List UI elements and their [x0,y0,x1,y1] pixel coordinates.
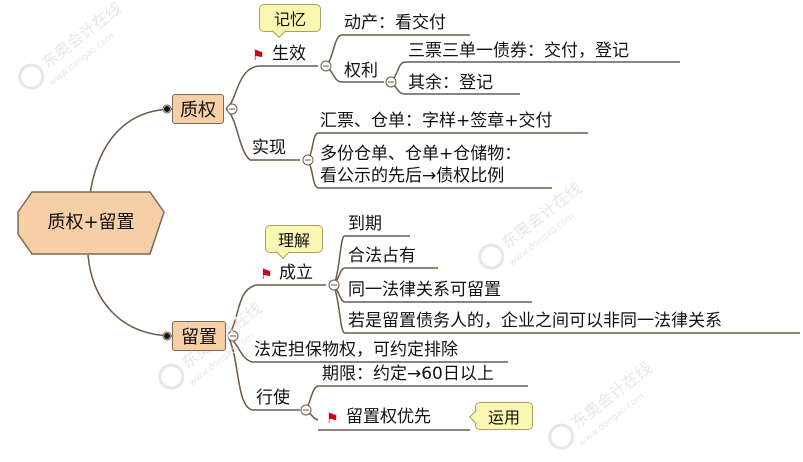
flag-icon: ⚑ [252,48,265,64]
branch-pledge[interactable]: 质权 [172,94,224,124]
node-establish-item[interactable]: 若是留置债务人的，企业之间可以非同一法律关系 [348,311,722,331]
flag-icon: ⚑ [260,267,273,283]
node-effect[interactable]: 生效 [272,44,306,64]
node-realize[interactable]: 实现 [252,138,286,158]
node-statutory[interactable]: 法定担保物权，可约定排除 [254,340,458,360]
connector-lines [17,34,800,431]
node-exercise-priority[interactable]: 留置权优先 [346,407,431,427]
branch-lien[interactable]: 留置 [172,321,226,351]
node-realize-item1[interactable]: 汇票、仓单：字样+签章+交付 [320,111,553,131]
link-root-lien [87,254,173,337]
callout-apply: 运用 [468,402,533,430]
link-lien-exercise [227,335,253,411]
node-establish-item[interactable]: 到期 [348,214,382,234]
node-movable[interactable]: 动产：看交付 [344,13,446,33]
flag-icon: ⚑ [326,411,339,427]
node-realize-item2-line1[interactable]: 多份仓单、仓单+仓储物： [320,144,522,164]
root-shape [17,191,165,255]
node-exercise[interactable]: 行使 [256,388,290,408]
node-establish[interactable]: 成立 [279,263,313,283]
callout-remember: 记忆 [259,4,321,39]
node-rights[interactable]: 权利 [344,61,378,81]
node-rights-instruments[interactable]: 三票三单一债券：交付，登记 [408,41,629,61]
link-pledge-effect [225,65,259,110]
callout-understand: 理解 [265,225,323,260]
node-realize-item2-line2[interactable]: 看公示的先后→债权比例 [320,166,505,186]
node-establish-item[interactable]: 合法占有 [348,246,416,266]
node-exercise-period[interactable]: 期限：约定→60日以上 [322,364,494,384]
root-node[interactable]: 质权+留置 [47,212,135,233]
link-pledge-realize [225,108,251,161]
node-rights-others[interactable]: 其余：登记 [408,73,493,93]
node-establish-item[interactable]: 同一法律关系可留置 [348,280,501,300]
